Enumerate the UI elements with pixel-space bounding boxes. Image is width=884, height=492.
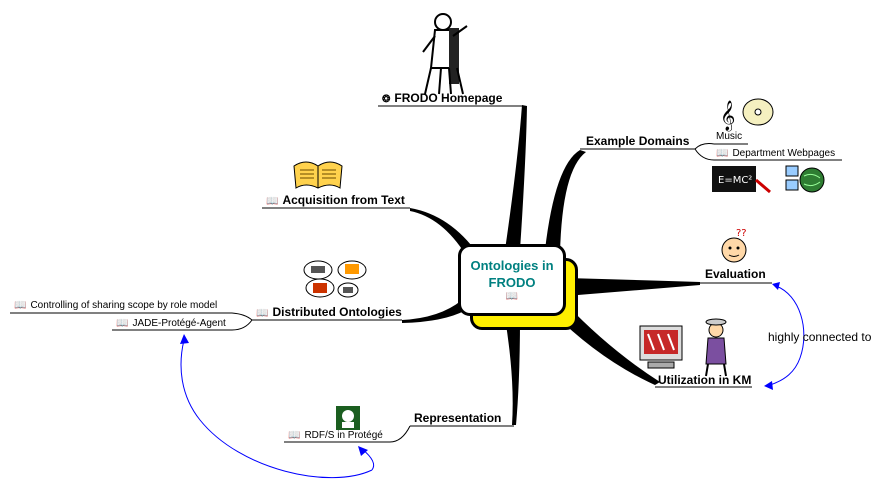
topic-evaluation-label: Evaluation (705, 267, 766, 281)
distributed-networks-image (303, 260, 367, 298)
branch-frodo-homepage (505, 105, 527, 250)
web-icon[interactable]: ❂ (382, 94, 391, 105)
book-icon[interactable]: 📖 (288, 430, 301, 441)
topic-distributed-label: Distributed Ontologies (272, 305, 402, 319)
book-icon[interactable]: 📖 (505, 291, 519, 302)
arrowhead-evaluation (772, 282, 780, 290)
relation-arrow-eval-util (769, 285, 805, 386)
arrowhead-rdfs (358, 446, 368, 456)
topic-frodo-homepage-label: FRODO Homepage (394, 91, 503, 105)
arrowhead-utilization (764, 381, 773, 390)
connector-music (694, 143, 715, 150)
book-icon[interactable]: 📖 (256, 308, 269, 319)
topic-evaluation[interactable]: Evaluation (705, 267, 766, 281)
book-icon[interactable]: 📖 (266, 196, 279, 207)
topic-utilization-in-km[interactable]: Utilization in KM (658, 373, 751, 387)
network-globe-image (785, 165, 825, 193)
central-topic-title-line1: Ontologies in (470, 258, 554, 273)
book-icon[interactable]: 📖 (116, 318, 129, 329)
topic-acquisition-label: Acquisition from Text (282, 193, 405, 207)
relation-arrow-rdfs-jade (180, 339, 373, 479)
arrowhead-jade (180, 334, 189, 344)
subtopic-rdfs-in-protege[interactable]: 📖RDF/S in Protégé (288, 430, 383, 441)
topic-frodo-homepage[interactable]: ❂FRODO Homepage (382, 91, 502, 105)
connector-sharing (231, 312, 253, 321)
music-cd-image: 𝄞 (720, 98, 774, 132)
topic-representation-label: Representation (414, 411, 502, 425)
subtopic-dept-label: Department Webpages (732, 148, 836, 159)
connector-rdfs (389, 425, 411, 443)
subtopic-rdfs-label: RDF/S in Protégé (304, 430, 383, 441)
subtopic-sharing-label: Controlling of sharing scope by role mod… (30, 300, 218, 311)
protege-logo-image (336, 406, 360, 430)
branch-distributed (402, 300, 466, 323)
subtopic-controlling-sharing-scope[interactable]: 📖Controlling of sharing scope by role mo… (14, 300, 217, 311)
subtopic-music[interactable]: Music (716, 131, 742, 142)
svg-text:E=MC²: E=MC² (718, 175, 752, 186)
frodo-cartoon-image (422, 13, 468, 95)
open-book-image (293, 161, 343, 189)
topic-example-domains[interactable]: Example Domains (586, 134, 689, 148)
central-topic[interactable]: Ontologies in FRODO 📖 (458, 244, 566, 316)
book-icon[interactable]: 📖 (716, 148, 729, 159)
topic-acquisition-from-text[interactable]: 📖Acquisition from Text (266, 193, 405, 207)
blackboard-emc2-image: E=MC² (712, 166, 771, 194)
thinking-face-image: ?? (721, 228, 747, 263)
subtopic-jade-label: JADE-Protégé-Agent (132, 318, 226, 329)
subtopic-department-webpages[interactable]: 📖Department Webpages (716, 148, 835, 159)
branch-utilization (552, 304, 660, 385)
branch-example (545, 150, 586, 254)
topic-representation[interactable]: Representation (414, 411, 501, 425)
book-icon[interactable]: 📖 (14, 300, 27, 311)
computer-and-person-image (639, 318, 727, 377)
topic-distributed-ontologies[interactable]: 📖Distributed Ontologies (256, 305, 402, 319)
central-topic-title-line2: FRODO (488, 275, 536, 290)
branch-representation (505, 318, 520, 425)
subtopic-music-label: Music (716, 131, 743, 142)
branch-evaluation (566, 278, 700, 296)
connector-dept (694, 148, 715, 161)
topic-example-label: Example Domains (586, 134, 690, 148)
subtopic-jade-protege-agent[interactable]: 📖JADE-Protégé-Agent (116, 318, 226, 329)
svg-text:𝄞: 𝄞 (720, 100, 735, 132)
topic-utilization-label: Utilization in KM (658, 373, 752, 387)
connector-jade (231, 319, 253, 331)
relation-label-text: highly connected to (768, 330, 872, 344)
relation-label-highly-connected: highly connected to (768, 330, 871, 344)
svg-text:??: ?? (736, 228, 747, 239)
